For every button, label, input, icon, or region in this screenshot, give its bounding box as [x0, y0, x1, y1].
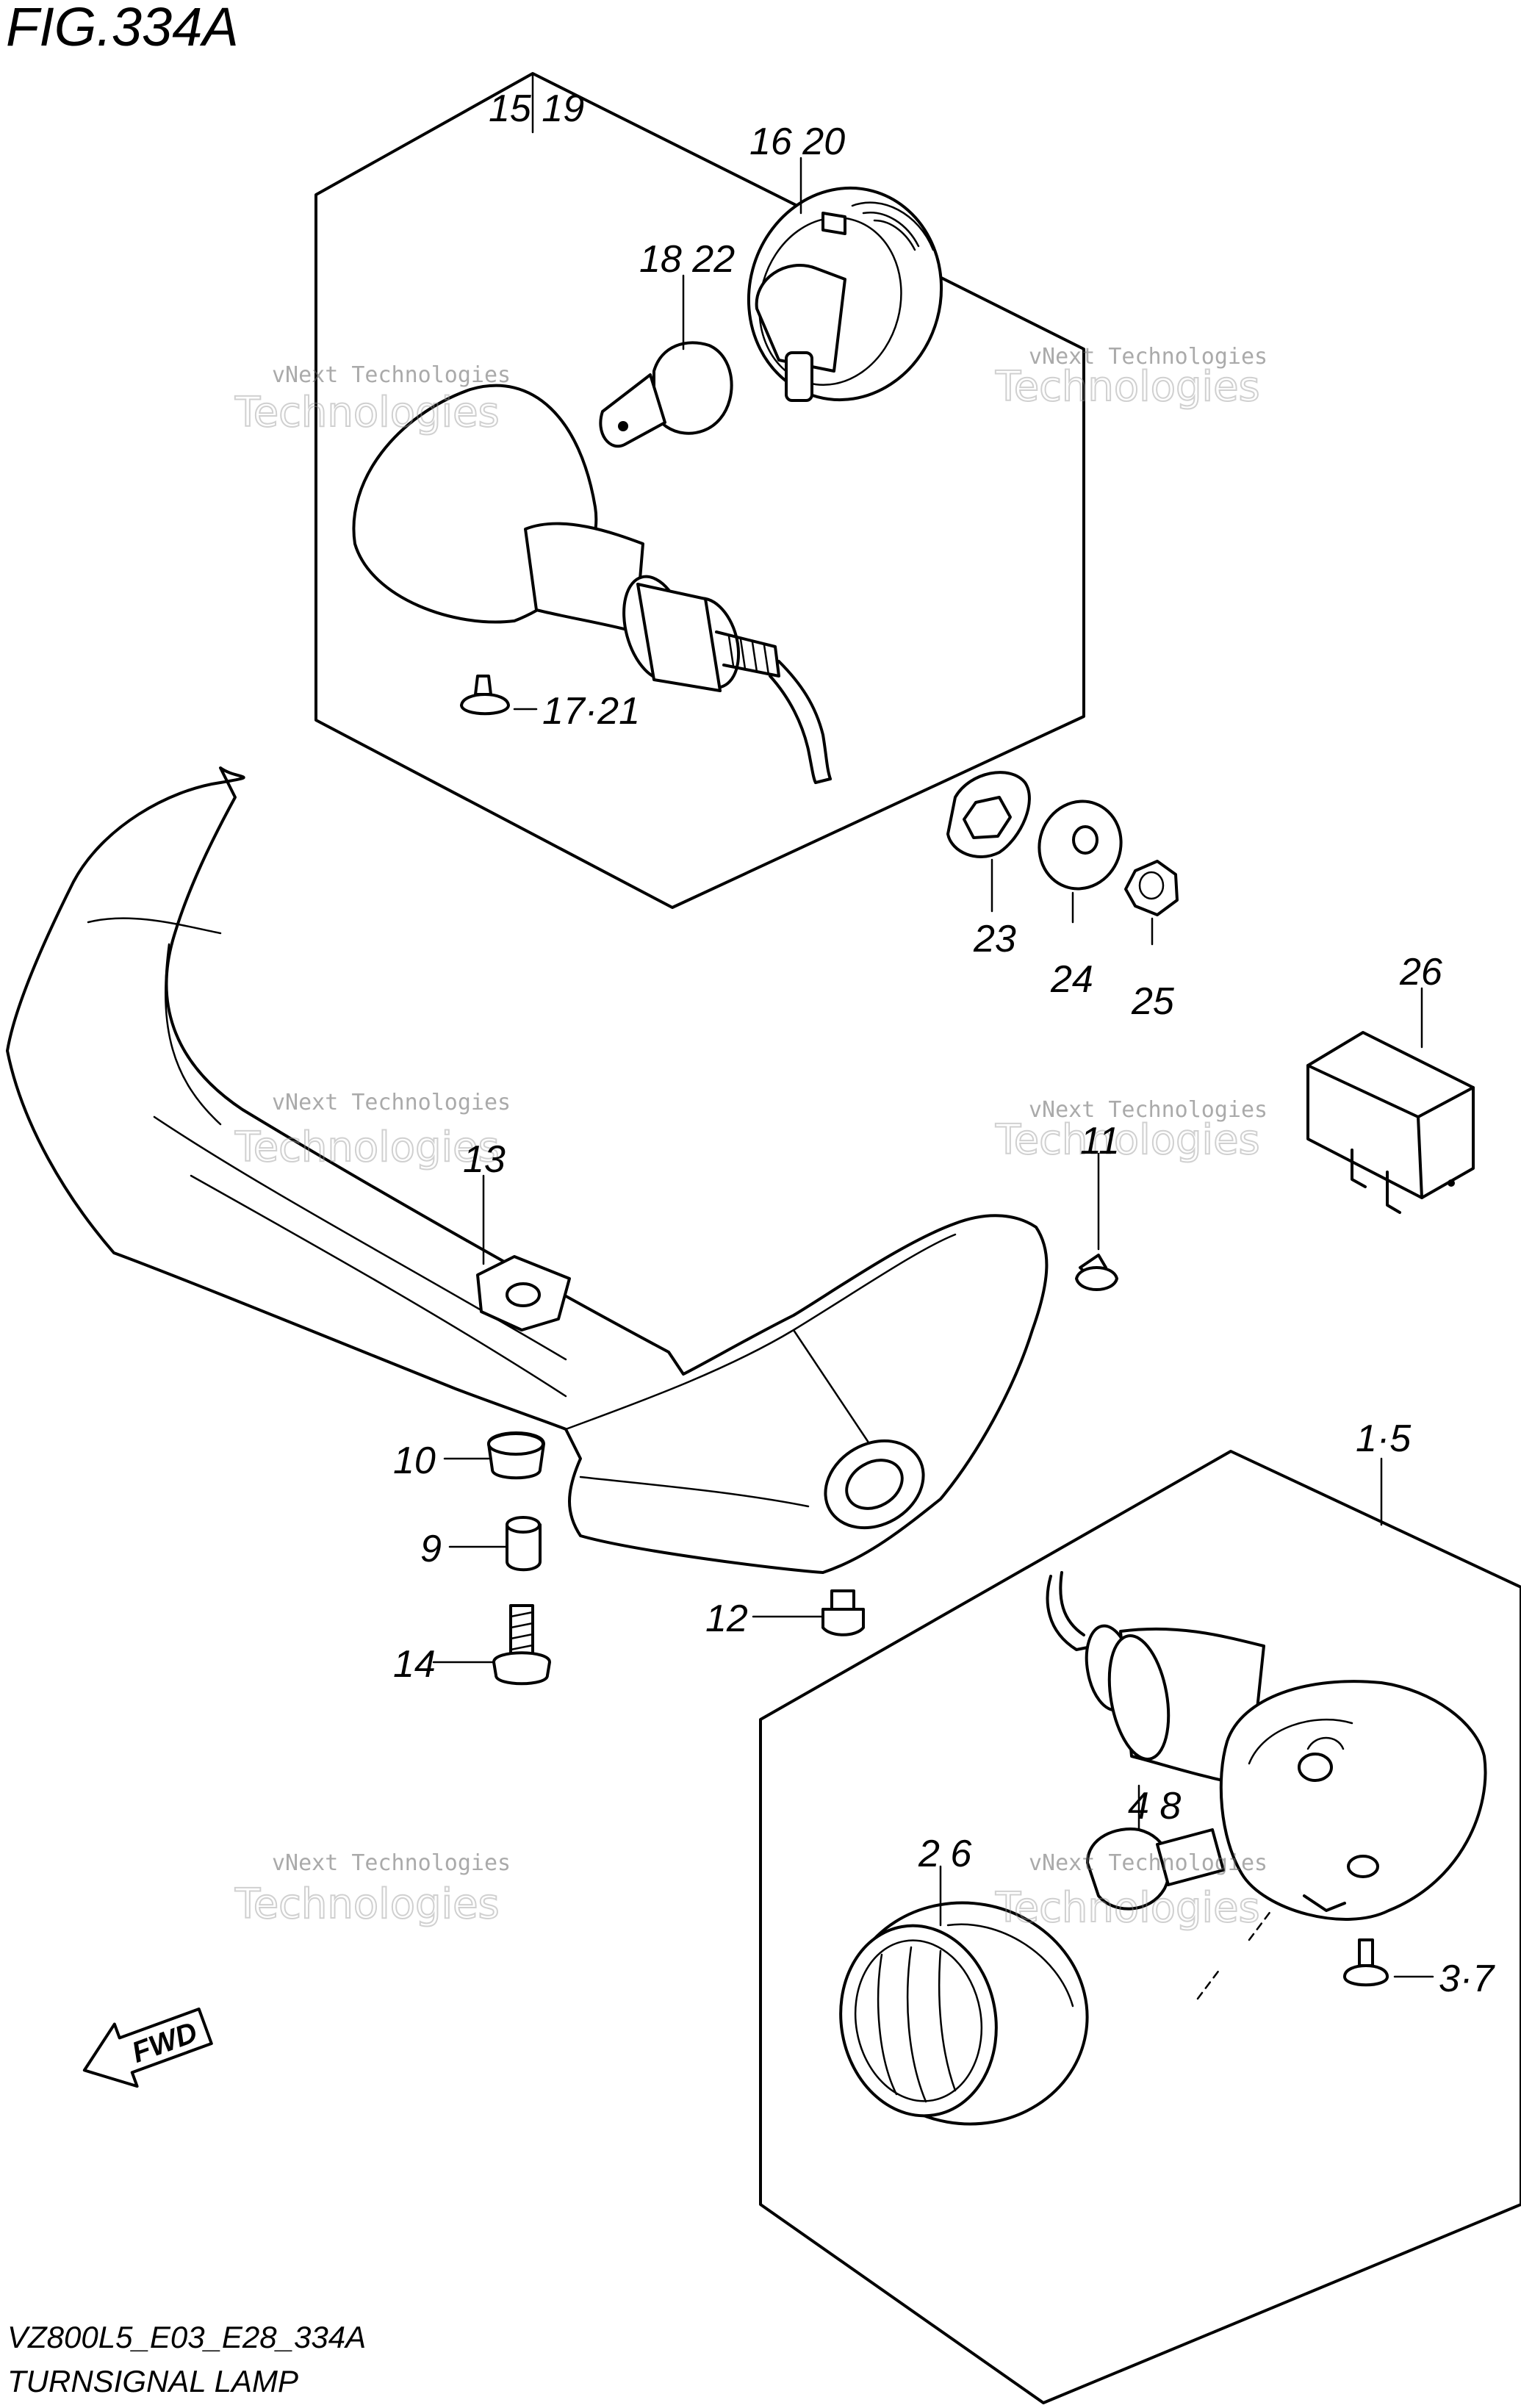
svg-text:vNext Technologies: vNext Technologies — [1029, 344, 1268, 370]
callout-13: 13 — [463, 1138, 506, 1181]
footer-model-code: VZ800L5_E03_E28_334A — [7, 2320, 366, 2354]
svg-text:vNext Technologies: vNext Technologies — [272, 1090, 511, 1115]
nut-25 — [1124, 860, 1179, 916]
relay-26 — [1306, 987, 1475, 1214]
callout-9: 9 — [420, 1528, 442, 1570]
housing-shell-3-7 — [1219, 1680, 1487, 1921]
lower-lamp-assembly — [759, 1450, 1521, 2404]
watermarks: vNext Technologies Technologies vNext Te… — [234, 344, 1268, 1933]
forward-direction-arrow: FWD — [82, 2008, 213, 2088]
callout-15-19: 15 19 — [489, 87, 584, 130]
callout-23: 23 — [973, 918, 1016, 960]
callout-16-20: 16 20 — [749, 121, 845, 163]
callout-11: 11 — [1080, 1120, 1120, 1162]
svg-text:Technologies: Technologies — [234, 1124, 500, 1171]
svg-text:Technologies: Technologies — [995, 1884, 1260, 1932]
callout-10: 10 — [393, 1440, 436, 1482]
mounting-hardware-23-25 — [946, 771, 1179, 946]
callout-3-7: 3·7 — [1439, 1958, 1495, 2000]
screw-17-21 — [460, 675, 510, 716]
svg-text:vNext Technologies: vNext Technologies — [1029, 1850, 1268, 1876]
screw-3-7 — [1343, 1938, 1434, 1987]
nut-plate-23 — [946, 771, 1031, 858]
svg-text:vNext Technologies: vNext Technologies — [272, 1850, 511, 1876]
callout-24: 24 — [1050, 958, 1093, 1001]
callout-25: 25 — [1131, 980, 1175, 1023]
callout-18-22: 18 22 — [639, 238, 735, 281]
callout-labels: 15 19 16 20 18 22 17·21 23 24 25 26 13 1… — [393, 87, 1495, 2000]
callout-1-5: 1·5 — [1356, 1417, 1412, 1460]
svg-text:Technologies: Technologies — [995, 363, 1260, 411]
svg-text:vNext Technologies: vNext Technologies — [272, 362, 511, 388]
bulb-4-8 — [1086, 1784, 1225, 1911]
svg-text:Technologies: Technologies — [995, 1116, 1260, 1164]
figure-title: FIG.334A — [6, 0, 239, 57]
bracket-13 — [6, 766, 1049, 1574]
lens-2-6 — [839, 1865, 1089, 2126]
nut-12 — [752, 1589, 865, 1636]
callout-14: 14 — [393, 1643, 436, 1686]
screw-11 — [1075, 1152, 1118, 1291]
bolt-14 — [432, 1604, 551, 1686]
grommet-10 — [443, 1431, 545, 1480]
callout-12: 12 — [705, 1597, 748, 1640]
callout-26: 26 — [1399, 951, 1442, 993]
washer-24 — [1038, 799, 1123, 891]
svg-text:vNext Technologies: vNext Technologies — [1029, 1097, 1268, 1123]
footer-section-name: TURNSIGNAL LAMP — [7, 2364, 298, 2398]
bulb-18-22 — [599, 341, 733, 448]
upper-lamp-assembly — [314, 72, 1085, 909]
callout-2-6: 2 6 — [918, 1833, 971, 1875]
callout-4-8: 4 8 — [1128, 1785, 1181, 1827]
lower-kit-outline — [759, 1450, 1521, 2404]
svg-text:Technologies: Technologies — [234, 1880, 500, 1928]
svg-text:Technologies: Technologies — [234, 389, 500, 436]
collar-9 — [448, 1516, 542, 1572]
callout-17-21: 17·21 — [542, 690, 640, 733]
